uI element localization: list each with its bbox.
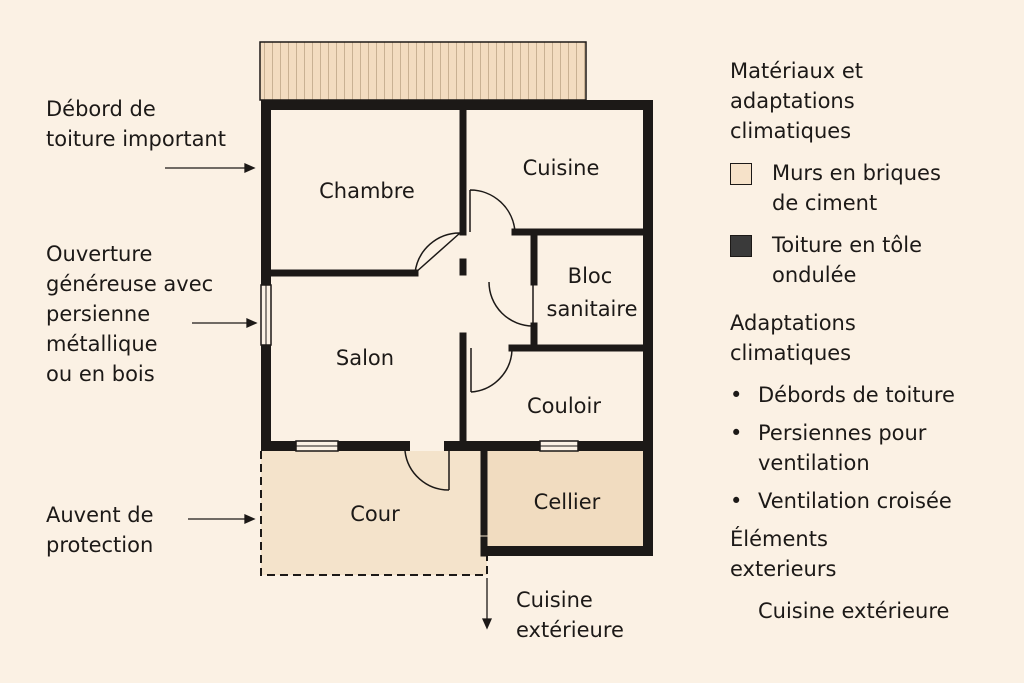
roof-strip [259,41,587,101]
room-label-cour: Cour [350,502,400,526]
room-label-chambre: Chambre [319,179,415,203]
legend-exterior-title: Éléments exterieurs [730,527,837,581]
door-salon-cour [404,450,450,491]
window-salon-bottom [295,440,339,452]
annotation-opening: Ouverture généreuse avec persienne métal… [46,242,214,386]
legend-adaptations-title: Adaptations climatiques [730,311,856,365]
annotation-roof-overhang: Débord de toiture important [46,97,226,151]
legend-item-label: Murs en briques de ciment [772,161,941,215]
legend-item-metal-roof: Toiture en tôle ondulée [730,230,1015,290]
annotation-awning: Auvent de protection [46,503,154,557]
list-item: • Ventilation croisée [730,486,1015,516]
legend-exterior-item: Cuisine extérieure [758,599,950,623]
walls [261,100,653,557]
window-salon-left [260,284,272,346]
metal-roof-swatch [730,235,752,257]
list-item-text: Ventilation croisée [758,489,952,513]
list-item-text: Débords de toiture [758,383,955,407]
cellier-fill [487,451,645,547]
door-cuisine [469,189,516,233]
room-label-cellier: Cellier [534,490,601,514]
room-label-couloir: Couloir [527,394,601,418]
door-chambre [414,232,461,274]
brick-wall-swatch [730,163,752,185]
bullet-icon: • [730,421,743,445]
room-label-bloc: Bloc [568,264,613,288]
adaptations-list: • Débords de toiture • Persiennes pour ven… [730,380,1015,516]
list-item: • Persiennes pour ventilation [730,418,1015,478]
room-label-sanitaire: sanitaire [547,297,638,321]
bullet-icon: • [730,383,743,407]
legend: Matériaux et adaptations climatiques Mur… [730,56,1015,626]
bullet-icon: • [730,489,743,513]
legend-item-label: Toiture en tôle ondulée [772,233,922,287]
window-couloir-bottom [539,440,579,452]
room-label-salon: Salon [336,346,394,370]
list-item-text: Persiennes pour ventilation [758,421,927,475]
room-label-cuisine: Cuisine [523,156,600,180]
list-item: • Débords de toiture [730,380,1015,410]
legend-materials-title: Matériaux et adaptations climatiques [730,59,864,143]
door-couloir [470,348,513,393]
courtyard-dashed-outline [260,451,488,576]
door-bloc-sanitaire [488,281,534,327]
legend-item-brick-walls: Murs en briques de ciment [730,158,1015,218]
annotation-outdoor-kitchen: Cuisine extérieure [516,588,624,642]
